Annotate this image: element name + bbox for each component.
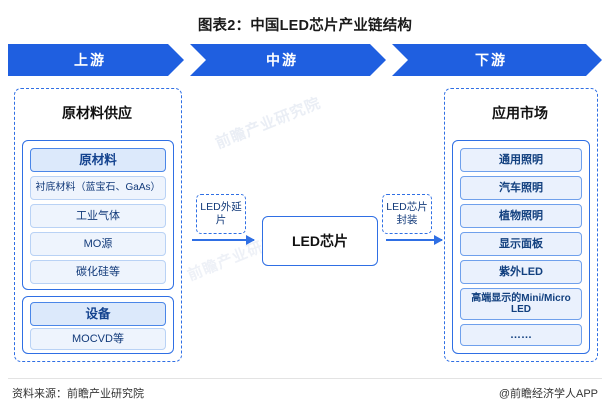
source-note: 资料来源：前瞻产业研究院 <box>12 388 144 400</box>
stage-midstream: 中游 <box>190 44 386 76</box>
application-item: 高端显示的Mini/Micro LED <box>460 288 582 320</box>
flow-label-epitaxial-wafer: LED外延片 <box>196 194 246 234</box>
flow-label-chip-packaging: LED芯片封装 <box>382 194 432 234</box>
raw-material-header: 原材料 <box>30 148 166 172</box>
application-item: 植物照明 <box>460 204 582 228</box>
stage-downstream: 下游 <box>392 44 602 76</box>
equipment-header: 设备 <box>30 302 166 326</box>
stage-midstream-label: 中游 <box>266 52 298 68</box>
arrow-chip-to-downstream <box>386 235 443 245</box>
footer-divider <box>8 378 602 379</box>
stage-band: 上游 中游 下游 <box>8 44 602 76</box>
equipment-item: MOCVD等 <box>30 328 166 350</box>
application-item: 通用照明 <box>460 148 582 172</box>
stage-upstream-label: 上游 <box>74 52 106 68</box>
stage-downstream-label: 下游 <box>475 52 507 68</box>
arrow-upstream-to-chip <box>192 235 255 245</box>
application-item: 紫外LED <box>460 260 582 284</box>
led-chip-node: LED芯片 <box>262 216 378 266</box>
upstream-group-title: 原材料供应 <box>62 105 132 121</box>
page-title: 图表2：中国LED芯片产业链结构 <box>197 18 413 34</box>
raw-material-item: 工业气体 <box>30 204 166 228</box>
raw-material-item: 碳化硅等 <box>30 260 166 284</box>
application-item: 汽车照明 <box>460 176 582 200</box>
watermark: 前瞻产业研究院 <box>213 94 324 153</box>
application-item: 显示面板 <box>460 232 582 256</box>
raw-material-item: MO源 <box>30 232 166 256</box>
application-item: …… <box>460 324 582 346</box>
stage-upstream: 上游 <box>8 44 184 76</box>
downstream-group-title: 应用市场 <box>492 105 548 121</box>
raw-material-item: 衬底材料（蓝宝石、GaAs） <box>30 176 166 200</box>
brand-note: @前瞻经济学人APP <box>498 388 598 400</box>
